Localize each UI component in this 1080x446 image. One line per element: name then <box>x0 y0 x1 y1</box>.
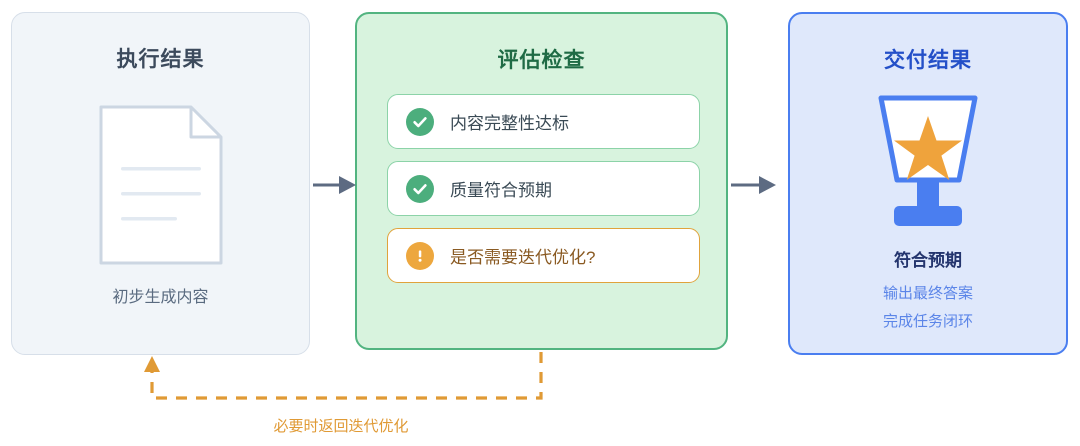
check-circle-icon <box>406 174 434 203</box>
delivery-status-text: 符合预期 <box>894 251 962 270</box>
check-item-iteration-question[interactable]: 是否需要迭代优化? <box>387 228 700 283</box>
check-item-label: 是否需要迭代优化? <box>450 248 596 267</box>
arrow-eval-to-deliver <box>731 176 776 194</box>
check-item-content-completeness[interactable]: 内容完整性达标 <box>387 94 700 149</box>
stage-card-evaluation-check[interactable]: 评估检查 内容完整性达标 质量符合预期 <box>355 12 728 350</box>
check-item-quality-expectation[interactable]: 质量符合预期 <box>387 161 700 216</box>
document-icon <box>99 105 223 265</box>
trophy-icon <box>873 92 983 232</box>
check-item-label: 内容完整性达标 <box>450 114 569 133</box>
stage-card-delivery-result[interactable]: 交付结果 符合预期 输出最终答案 完成任务闭环 <box>788 12 1068 355</box>
arrow-exec-to-eval <box>313 176 356 194</box>
stage-caption-execution-result: 初步生成内容 <box>112 289 209 306</box>
check-circle-icon <box>406 107 434 136</box>
stage-title-evaluation-check: 评估检查 <box>497 49 586 72</box>
check-item-label: 质量符合预期 <box>450 181 552 200</box>
delivery-sub-line-2: 完成任务闭环 <box>882 313 973 330</box>
warning-circle-icon <box>406 241 434 270</box>
delivery-sub-line-1: 输出最终答案 <box>882 285 973 302</box>
feedback-loop-path <box>144 352 543 400</box>
stage-card-execution-result[interactable]: 执行结果 初步生成内容 <box>11 12 310 355</box>
stage-title-execution-result: 执行结果 <box>116 48 205 71</box>
feedback-loop-label: 必要时返回迭代优化 <box>273 418 409 435</box>
stage-title-delivery-result: 交付结果 <box>884 49 972 72</box>
